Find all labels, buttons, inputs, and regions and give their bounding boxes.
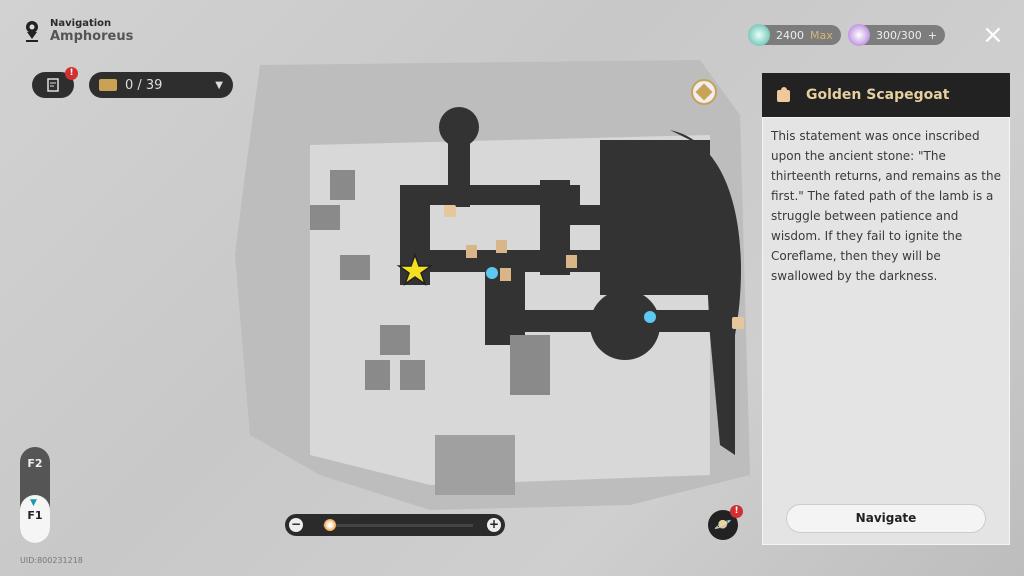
chest-count: 0 / 39	[125, 77, 163, 93]
planet-alert-badge: !	[730, 505, 743, 518]
stamina-resource[interactable]: 300/300 +	[848, 24, 945, 46]
zoom-handle[interactable]	[323, 519, 336, 531]
add-stamina-button[interactable]: +	[927, 28, 937, 42]
stamina-orb-icon	[848, 24, 870, 46]
alert-badge: !	[65, 67, 78, 80]
floor-f1-button[interactable]: ▼F1	[20, 495, 50, 543]
puzzle-piece-icon	[777, 87, 790, 102]
dropdown-caret-icon: ▼	[215, 79, 223, 91]
panel-description: This statement was once inscribed upon t…	[771, 129, 1001, 283]
treasure-chest-filter[interactable]: 0 / 39 ▼	[89, 72, 233, 98]
selected-floor-icon: ▼	[30, 498, 37, 508]
buildings	[310, 170, 550, 495]
zoom-in-button[interactable]: +	[487, 517, 501, 532]
quest-log-button[interactable]: !	[32, 67, 78, 98]
zoom-slider[interactable]: − +	[285, 514, 505, 536]
location-name: Amphoreus	[50, 29, 134, 44]
planet-button[interactable]: 🪐 !	[708, 505, 743, 540]
location-header: Navigation Amphoreus	[24, 18, 133, 44]
stamina-value: 300/300	[876, 28, 922, 42]
teleport-markers[interactable]	[486, 267, 656, 323]
close-icon[interactable]: ×	[982, 20, 1004, 50]
zoom-track[interactable]	[323, 524, 473, 527]
navigate-button[interactable]: Navigate	[786, 504, 986, 533]
treasure-chest-icon	[99, 79, 117, 91]
map-canvas[interactable]	[230, 55, 755, 515]
compass-icon[interactable]	[686, 74, 722, 110]
navigation-label: Navigation	[50, 18, 112, 29]
document-icon	[47, 78, 59, 92]
panel-header: Golden Scapegoat	[762, 73, 1010, 117]
player-star-marker[interactable]	[396, 252, 434, 286]
uid-label: UID:800231218	[20, 556, 83, 565]
trailblaze-power[interactable]: 2400 Max	[748, 24, 841, 46]
power-orb-icon	[748, 24, 770, 46]
puzzle-markers[interactable]	[444, 205, 744, 329]
power-max-label: Max	[810, 28, 833, 42]
panel-body: This statement was once inscribed upon t…	[762, 117, 1010, 545]
floor-selector: F2 ▼F1	[20, 447, 50, 543]
planet-icon: 🪐	[714, 517, 732, 533]
power-value: 2400	[776, 28, 804, 42]
zoom-out-button[interactable]: −	[289, 517, 303, 532]
panel-title: Golden Scapegoat	[806, 87, 950, 103]
bag-markers[interactable]	[466, 240, 577, 281]
map-pin-icon	[26, 21, 38, 42]
floor-f1-label: F1	[27, 509, 43, 522]
floor-f2-button[interactable]: F2	[27, 457, 43, 470]
